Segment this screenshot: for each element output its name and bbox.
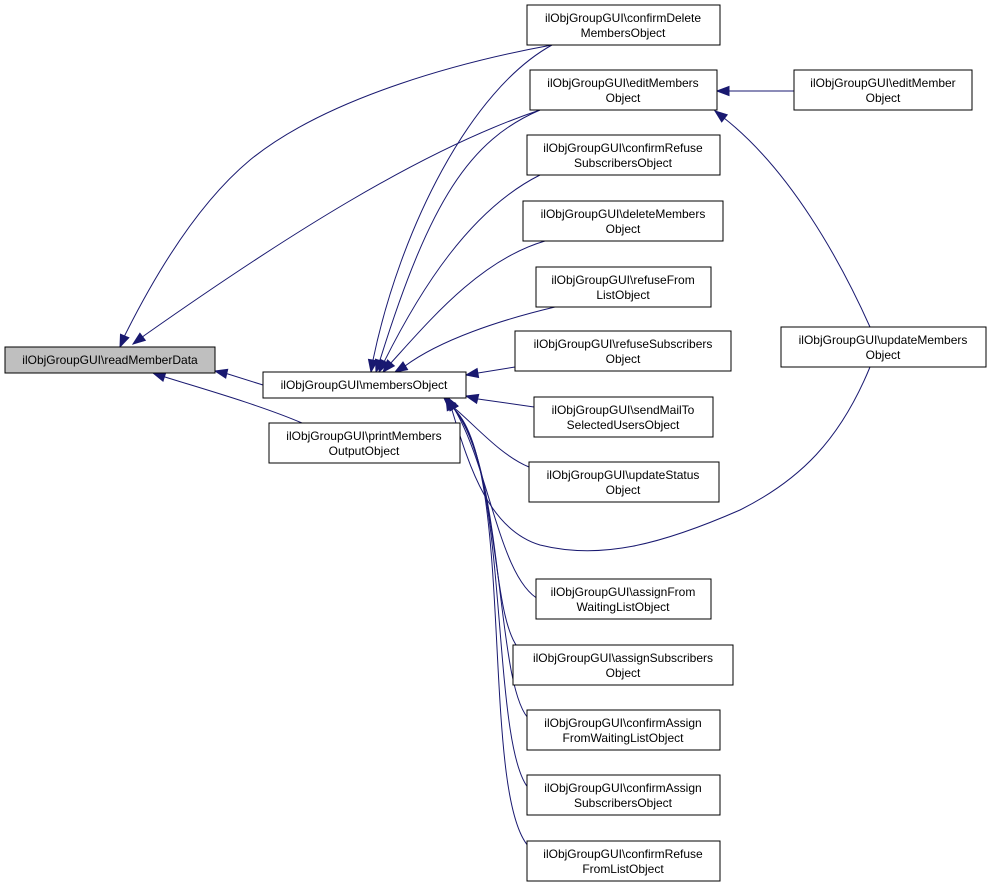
node-refuse-from-list-object[interactable]: ilObjGroupGUI\refuseFrom ListObject — [535, 266, 712, 308]
node-label: Object — [606, 222, 641, 236]
node-label: SubscribersObject — [574, 156, 673, 170]
edge-editMembersObject-to-readMemberData — [132, 109, 541, 345]
edge-updateMembersObject-to-editMembersObject — [714, 110, 871, 328]
arrowheads-layer — [119, 85, 730, 412]
edge-updateMembersObject-to-membersObject — [445, 366, 871, 552]
node-label: ilObjGroupGUI\refuseFrom — [551, 273, 694, 287]
node-refuse-subscribers-object[interactable]: ilObjGroupGUI\refuseSubscribers Object — [514, 330, 732, 372]
edge-confirmRefuseFromListObject-to-membersObject — [447, 397, 531, 849]
edges-layer — [119, 44, 871, 849]
node-confirm-assign-from-waiting-list-object[interactable]: ilObjGroupGUI\confirmAssign FromWaitingL… — [526, 709, 721, 751]
edge-deleteMembersObject-to-membersObject — [382, 240, 546, 373]
node-confirm-delete-members-object[interactable]: ilObjGroupGUI\confirmDelete MembersObjec… — [526, 4, 721, 46]
node-edit-members-object[interactable]: ilObjGroupGUI\editMembers Object — [529, 69, 718, 111]
arrowhead-icon — [151, 371, 167, 382]
node-label: MembersObject — [581, 26, 666, 40]
node-update-members-object[interactable]: ilObjGroupGUI\updateMembers Object — [780, 326, 987, 368]
node-label: ilObjGroupGUI\readMemberData — [22, 353, 198, 367]
node-label: WaitingListObject — [577, 600, 671, 614]
arrowhead-icon — [131, 332, 147, 345]
node-send-mail-to-selected-users-object[interactable]: ilObjGroupGUI\sendMailTo SelectedUsersOb… — [533, 396, 714, 438]
node-label: ilObjGroupGUI\editMembers — [547, 76, 698, 90]
edge-confirmDeleteMembersObject-to-readMemberData — [119, 44, 553, 348]
edge-editMembersObject-to-membersObject — [375, 109, 541, 373]
node-label: ilObjGroupGUI\refuseSubscribers — [534, 337, 713, 351]
edge-confirmDeleteMembersObject-to-membersObject — [370, 44, 553, 373]
node-label: ilObjGroupGUI\membersObject — [281, 378, 448, 392]
arrowhead-icon — [464, 393, 480, 405]
edge-confirmRefuseSubscribersObject-to-membersObject — [378, 174, 541, 373]
node-label: Object — [606, 483, 641, 497]
node-label: SelectedUsersObject — [567, 418, 680, 432]
node-label: ilObjGroupGUI\assignSubscribers — [533, 651, 713, 665]
node-label: ilObjGroupGUI\confirmRefuse — [543, 141, 703, 155]
node-label: ilObjGroupGUI\confirmRefuse — [543, 847, 703, 861]
arrowhead-icon — [119, 333, 130, 349]
arrowhead-icon — [464, 367, 480, 379]
node-label: ilObjGroupGUI\updateMembers — [799, 333, 968, 347]
arrowhead-icon — [382, 359, 396, 374]
node-label: OutputObject — [329, 444, 400, 458]
node-label: Object — [606, 352, 641, 366]
edge-printMembersOutputObject-to-readMemberData — [152, 372, 303, 424]
arrowhead-icon — [393, 361, 409, 373]
node-label: ilObjGroupGUI\sendMailTo — [552, 403, 695, 417]
node-assign-subscribers-object[interactable]: ilObjGroupGUI\assignSubscribers Object — [512, 644, 734, 686]
node-assign-from-waiting-list-object[interactable]: ilObjGroupGUI\assignFrom WaitingListObje… — [535, 578, 712, 620]
node-confirm-assign-subscribers-object[interactable]: ilObjGroupGUI\confirmAssign SubscribersO… — [526, 774, 721, 816]
node-read-member-data[interactable]: ilObjGroupGUI\readMemberData — [4, 346, 216, 374]
node-label: ilObjGroupGUI\confirmDelete — [545, 11, 701, 25]
arrowhead-icon — [715, 85, 730, 97]
node-label: Object — [866, 91, 901, 105]
arrowhead-icon — [713, 110, 729, 123]
node-label: ilObjGroupGUI\updateStatus — [547, 468, 700, 482]
node-print-members-output-object[interactable]: ilObjGroupGUI\printMembers OutputObject — [268, 422, 461, 464]
edge-assignFromWaitingListObject-to-membersObject — [447, 397, 541, 601]
node-update-status-object[interactable]: ilObjGroupGUI\updateStatus Object — [528, 461, 720, 503]
node-label: Object — [866, 348, 901, 362]
node-label: ListObject — [596, 288, 650, 302]
node-label: ilObjGroupGUI\assignFrom — [551, 585, 696, 599]
arrowhead-icon — [213, 368, 229, 379]
arrowhead-icon — [447, 396, 459, 412]
node-label: FromListObject — [582, 862, 664, 876]
node-label: ilObjGroupGUI\confirmAssign — [544, 716, 701, 730]
node-label: ilObjGroupGUI\confirmAssign — [544, 781, 701, 795]
node-label: SubscribersObject — [574, 796, 673, 810]
node-label: ilObjGroupGUI\deleteMembers — [541, 207, 706, 221]
node-delete-members-object[interactable]: ilObjGroupGUI\deleteMembers Object — [522, 200, 724, 242]
node-label: ilObjGroupGUI\editMember — [810, 76, 955, 90]
node-confirm-refuse-from-list-object[interactable]: ilObjGroupGUI\confirmRefuse FromListObje… — [526, 840, 721, 882]
edge-refuseFromListObject-to-membersObject — [394, 306, 556, 373]
node-label: Object — [606, 666, 641, 680]
node-confirm-refuse-subscribers-object[interactable]: ilObjGroupGUI\confirmRefuse SubscribersO… — [526, 134, 721, 176]
node-label: FromWaitingListObject — [563, 731, 685, 745]
node-label: ilObjGroupGUI\printMembers — [286, 429, 441, 443]
node-label: Object — [606, 91, 641, 105]
node-edit-member-object[interactable]: ilObjGroupGUI\editMember Object — [793, 69, 973, 111]
node-members-object[interactable]: ilObjGroupGUI\membersObject — [262, 371, 467, 399]
